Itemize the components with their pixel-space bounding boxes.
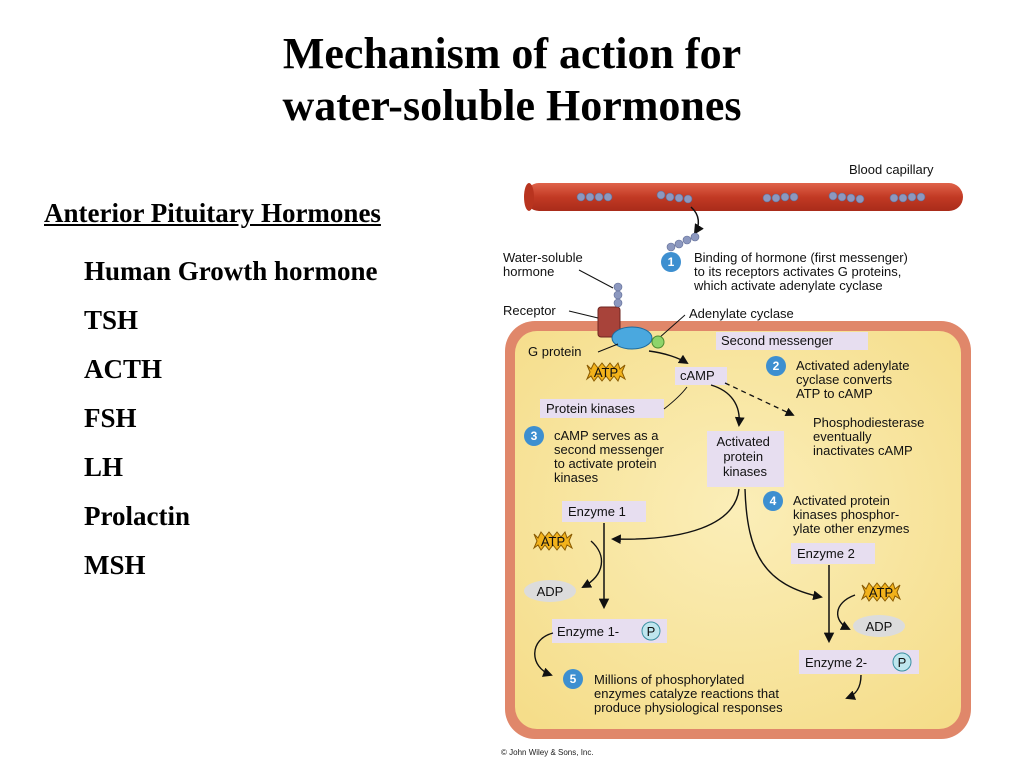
hormone-item: FSH xyxy=(84,403,137,433)
svg-text:ATP: ATP xyxy=(869,585,893,600)
title-line-2: water-soluble Hormones xyxy=(282,81,742,130)
step-4: 4 Activated protein kinases phosphor- yl… xyxy=(763,491,910,536)
activated-kinases-box xyxy=(707,431,784,487)
enzyme-2-label: Enzyme 2 xyxy=(797,546,855,561)
step-1: 1 Binding of hormone (first messenger) t… xyxy=(661,250,912,293)
atp-badge: ATP xyxy=(532,530,574,551)
svg-text:2: 2 xyxy=(773,359,780,373)
blood-capillary-label: Blood capillary xyxy=(849,162,934,177)
enzyme-1-p-label: Enzyme 1- xyxy=(557,624,619,639)
camp-box xyxy=(675,367,727,385)
svg-text:ATP: ATP xyxy=(541,534,565,549)
protein-kinases-label: Protein kinases xyxy=(546,401,635,416)
title-line-1: Mechanism of action for xyxy=(282,29,742,78)
phosphate-badge xyxy=(641,621,661,641)
enzyme-2-p-label: Enzyme 2- xyxy=(805,655,867,670)
adp-badge xyxy=(524,580,576,602)
svg-text:ATP: ATP xyxy=(594,365,618,380)
phosphate-badge xyxy=(892,652,912,672)
svg-text:Millions of phosphorylated: Millions of phosphorylated enzymes catal… xyxy=(594,672,783,715)
hormone-item: Human Growth hormone xyxy=(84,256,378,286)
receptor-label: Receptor xyxy=(503,303,556,318)
hormone-item: TSH xyxy=(84,305,139,335)
hormone-item: ACTH xyxy=(84,354,163,384)
hormone-item: Prolactin xyxy=(84,501,190,531)
svg-text:Binding of hormone (first mess: Binding of hormone (first messenger) to … xyxy=(693,250,912,293)
enzyme-1-label: Enzyme 1 xyxy=(568,504,626,519)
hormones-heading: Anterior Pituitary Hormones xyxy=(44,198,381,228)
phosphate-label: P xyxy=(647,624,656,639)
hormone-item: MSH xyxy=(84,550,146,580)
svg-text:Activated adenylate cycl: Activated adenylate cyclase converts ATP… xyxy=(796,358,913,401)
capillary-hormones xyxy=(576,190,926,204)
adenylate-cyclase-label: Adenylate cyclase xyxy=(689,306,794,321)
adenylate-cyclase xyxy=(651,335,665,349)
svg-text:Activated protein kinase: Activated protein kinases phosphor- ylat… xyxy=(793,493,910,536)
step-5: 5 Millions of phosphorylated enzymes cat… xyxy=(563,669,783,715)
g-protein xyxy=(611,326,653,350)
water-soluble-hormone-label: Water-soluble hormone xyxy=(503,250,586,279)
step-2: 2 Activated adenylate cyclase converts A… xyxy=(766,356,913,401)
protein-kinases-box xyxy=(540,399,664,418)
activated-kinases-label: Activated protein kinases xyxy=(716,434,773,479)
svg-text:4: 4 xyxy=(770,494,777,508)
step-3: 3 cAMP serves as a second messenger to a… xyxy=(524,426,667,485)
hormone-list: Human Growth hormone TSH ACTH FSH LH Pro… xyxy=(84,247,378,590)
atp-badge: ATP xyxy=(860,581,902,602)
enzyme-2-box xyxy=(791,543,875,564)
adp-badge xyxy=(853,615,905,637)
second-messenger-label: Second messenger xyxy=(721,333,834,348)
svg-text:5: 5 xyxy=(570,672,577,686)
svg-text:cAMP serves as a second: cAMP serves as a second messenger to act… xyxy=(554,428,667,485)
camp-label: cAMP xyxy=(680,368,715,383)
atp-badge: ATP xyxy=(585,361,627,382)
enzyme-1-box xyxy=(562,501,646,522)
phosphate-label: P xyxy=(898,655,907,670)
adp-label: ADP xyxy=(866,619,893,634)
slide-title: Mechanism of action for water-soluble Ho… xyxy=(0,28,1024,132)
released-hormone xyxy=(666,232,700,252)
phosphodiesterase-label: Phosphodiesterase eventually inactivates… xyxy=(813,415,928,458)
hormone-item: LH xyxy=(84,452,124,482)
second-messenger-box xyxy=(716,332,868,350)
svg-text:3: 3 xyxy=(531,429,538,443)
copyright-text: © John Wiley & Sons, Inc. xyxy=(501,748,594,757)
hormone-mechanism-diagram: Blood capillary Water-soluble hormone 1 … xyxy=(501,162,971,757)
svg-text:1: 1 xyxy=(668,255,675,269)
receptor xyxy=(597,282,623,338)
adp-label: ADP xyxy=(537,584,564,599)
blood-capillary xyxy=(525,183,963,211)
g-protein-label: G protein xyxy=(528,344,581,359)
